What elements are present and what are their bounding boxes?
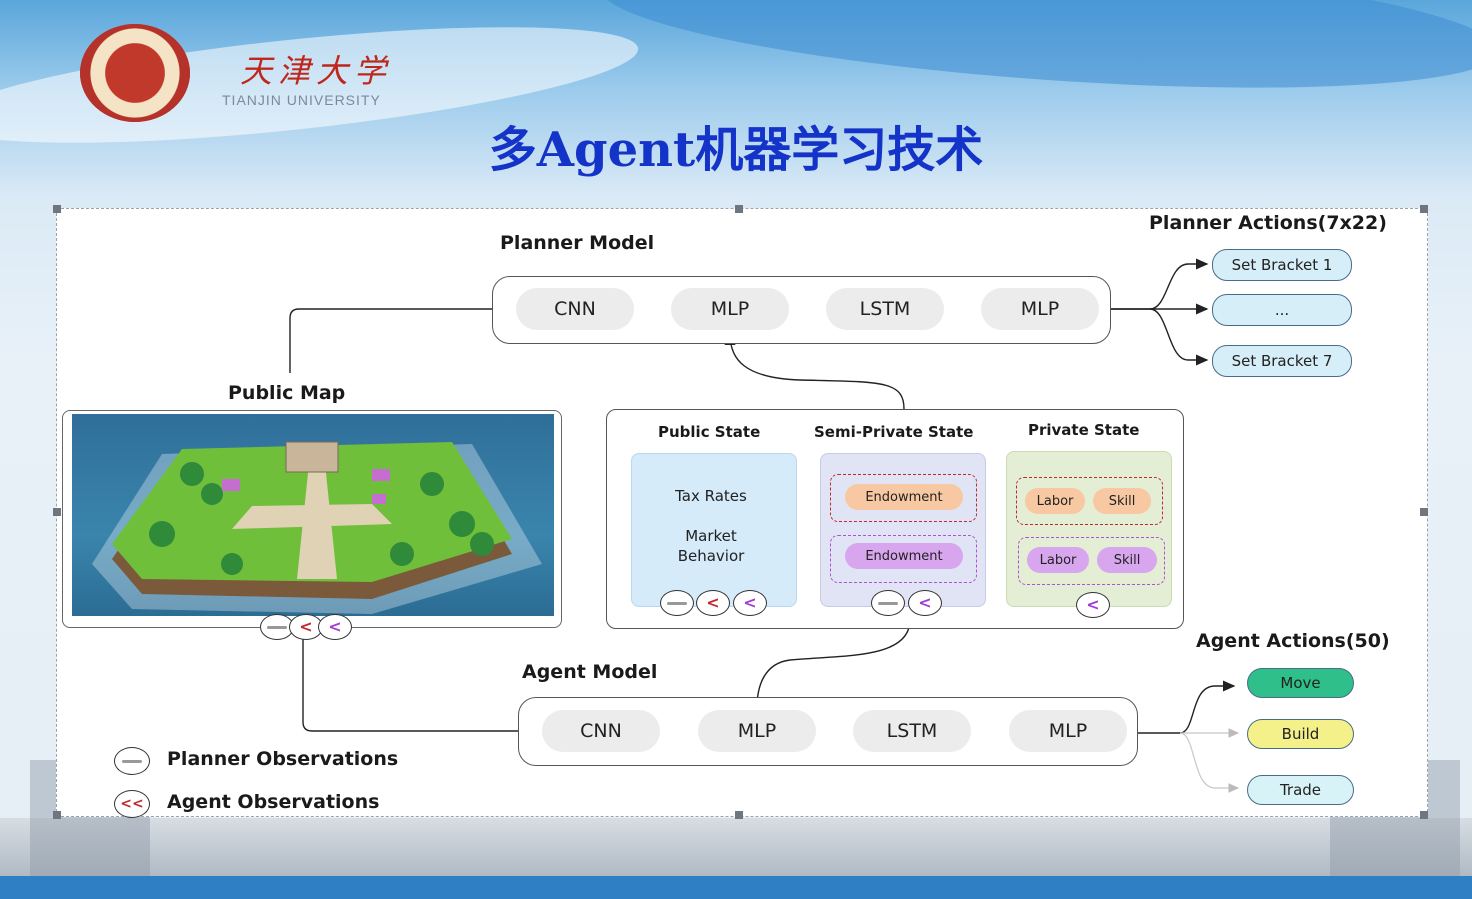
agent-observation-icon: <: [318, 614, 352, 640]
planner-observation-legend-icon: [114, 747, 150, 775]
resize-handle[interactable]: [1420, 205, 1428, 213]
planner-lstm-stage: LSTM: [826, 288, 944, 330]
planner-actions-label: Planner Actions(7x22): [1149, 212, 1387, 234]
planner-model-label: Planner Model: [500, 232, 655, 254]
planner-observations-legend: Planner Observations: [167, 748, 399, 770]
private-state-title: Private State: [1028, 421, 1140, 439]
university-name-en: TIANJIN UNIVERSITY: [222, 92, 381, 108]
agent-action-build: Build: [1247, 719, 1354, 749]
agent-observation-icon: <: [908, 590, 942, 616]
agent-model-label: Agent Model: [522, 661, 658, 683]
agent-action-move: Move: [1247, 668, 1354, 698]
university-name-cn: 天津大学: [240, 52, 393, 90]
resize-handle[interactable]: [735, 205, 743, 213]
planner-action-item: Set Bracket 1: [1212, 249, 1352, 281]
endowment-tag: Endowment: [845, 484, 963, 510]
planner-observation-icon: [871, 590, 905, 616]
public-state-title: Public State: [658, 423, 761, 441]
footer-campus-image: [0, 818, 1472, 878]
island-map-illustration: [92, 441, 542, 614]
agent-group-purple: [830, 535, 977, 583]
planner-action-item: Set Bracket 7: [1212, 345, 1352, 377]
agent-mlp-output-stage: MLP: [1009, 710, 1127, 752]
agent-cnn-stage: CNN: [542, 710, 660, 752]
agent-observations-legend: Agent Observations: [167, 791, 380, 813]
market-text: Market: [685, 527, 737, 545]
public-map-image: [72, 414, 554, 616]
semi-private-state-title: Semi-Private State: [814, 423, 974, 441]
agent-action-trade: Trade: [1247, 775, 1354, 805]
skill-tag: Skill: [1097, 547, 1157, 573]
agent-mlp-stage: MLP: [698, 710, 816, 752]
resize-handle[interactable]: [53, 811, 61, 819]
agent-observation-icon: <: [1076, 592, 1110, 618]
skill-tag: Skill: [1093, 488, 1151, 514]
agent-group-red: [1016, 477, 1163, 525]
resize-handle[interactable]: [735, 811, 743, 819]
footer-bar: [0, 876, 1472, 899]
planner-cnn-stage: CNN: [516, 288, 634, 330]
labor-tag: Labor: [1027, 547, 1089, 573]
planner-mlp-stage: MLP: [671, 288, 789, 330]
resize-handle[interactable]: [53, 205, 61, 213]
public-state-column: [631, 453, 797, 607]
agent-observation-legend-icon: <<: [114, 790, 150, 818]
resize-handle[interactable]: [53, 508, 61, 516]
endowment-tag: Endowment: [845, 543, 963, 569]
resize-handle[interactable]: [1420, 508, 1428, 516]
agent-observation-icon: <: [696, 590, 730, 616]
agent-observation-icon: <: [733, 590, 767, 616]
tax-rates-text: Tax Rates: [675, 487, 747, 505]
behavior-text: Behavior: [677, 547, 745, 565]
university-seal-logo: [80, 24, 190, 122]
slide-title: 多Agent机器学习技术: [488, 122, 984, 178]
planner-observation-icon: [260, 614, 294, 640]
agent-actions-label: Agent Actions(50): [1196, 630, 1390, 652]
planner-action-item: ...: [1212, 294, 1352, 326]
semi-private-state-column: [820, 453, 986, 607]
agent-lstm-stage: LSTM: [853, 710, 971, 752]
labor-tag: Labor: [1025, 488, 1085, 514]
agent-group-red: [830, 474, 977, 522]
planner-observation-icon: [660, 590, 694, 616]
public-map-label: Public Map: [228, 382, 346, 404]
agent-group-purple: [1018, 537, 1165, 585]
resize-handle[interactable]: [1420, 811, 1428, 819]
planner-mlp-output-stage: MLP: [981, 288, 1099, 330]
